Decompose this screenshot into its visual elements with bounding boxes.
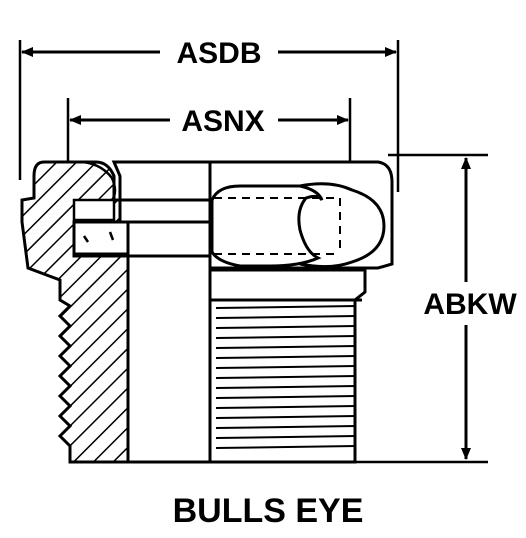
body-outline — [111, 160, 394, 464]
extension-lines — [18, 40, 488, 464]
asdb-dimension: ASDB — [21, 37, 397, 70]
diagram-caption: BULLS EYE — [173, 492, 364, 530]
asnx-label: ASNX — [181, 105, 264, 138]
asdb-label: ASDB — [176, 37, 261, 70]
thread-lines — [215, 305, 357, 449]
asnx-dimension: ASNX — [69, 105, 349, 138]
abkw-dimension: ABKW — [423, 157, 517, 460]
hatched-body — [20, 160, 130, 464]
abkw-label: ABKW — [423, 288, 517, 321]
